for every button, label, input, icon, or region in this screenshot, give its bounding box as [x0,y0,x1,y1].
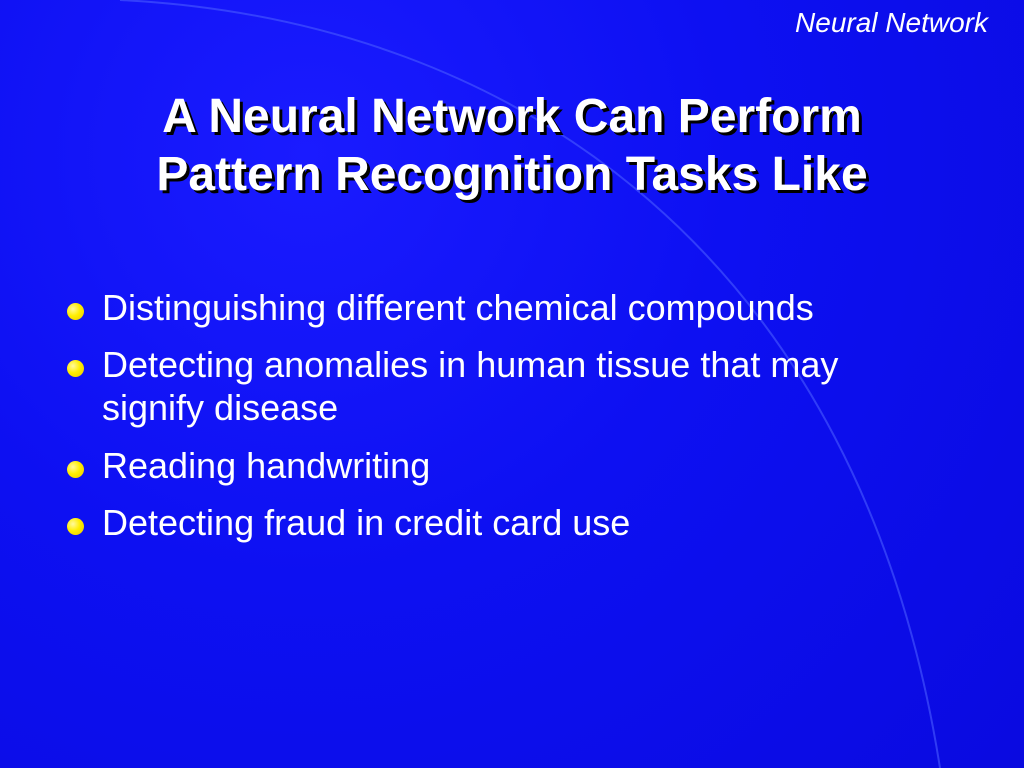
slide-title-line: A Neural Network Can Perform [162,90,862,143]
bullet-text: Distinguishing different chemical compou… [102,287,814,328]
bullet-item: Detecting anomalies in human tissue that… [64,343,944,429]
bullet-list: Distinguishing different chemical compou… [64,286,944,558]
bullet-text: Detecting anomalies in human tissue that… [102,344,839,429]
slide-title-line: Pattern Recognition Tasks Like [156,147,868,201]
bullet-icon [67,460,84,478]
bullet-icon [67,360,84,378]
bullet-text: Detecting fraud in credit card use [102,501,631,543]
header-label: Neural Network [795,7,988,38]
bullet-item: Reading handwriting [64,444,944,487]
bullet-item: Detecting fraud in credit card use [64,501,944,544]
bullet-icon [67,303,84,320]
slide-title: A Neural Network Can Perform Pattern Rec… [0,88,1024,203]
bullet-item: Distinguishing different chemical compou… [64,286,944,329]
bullet-text: Reading handwriting [102,444,431,486]
bullet-icon [67,517,84,535]
